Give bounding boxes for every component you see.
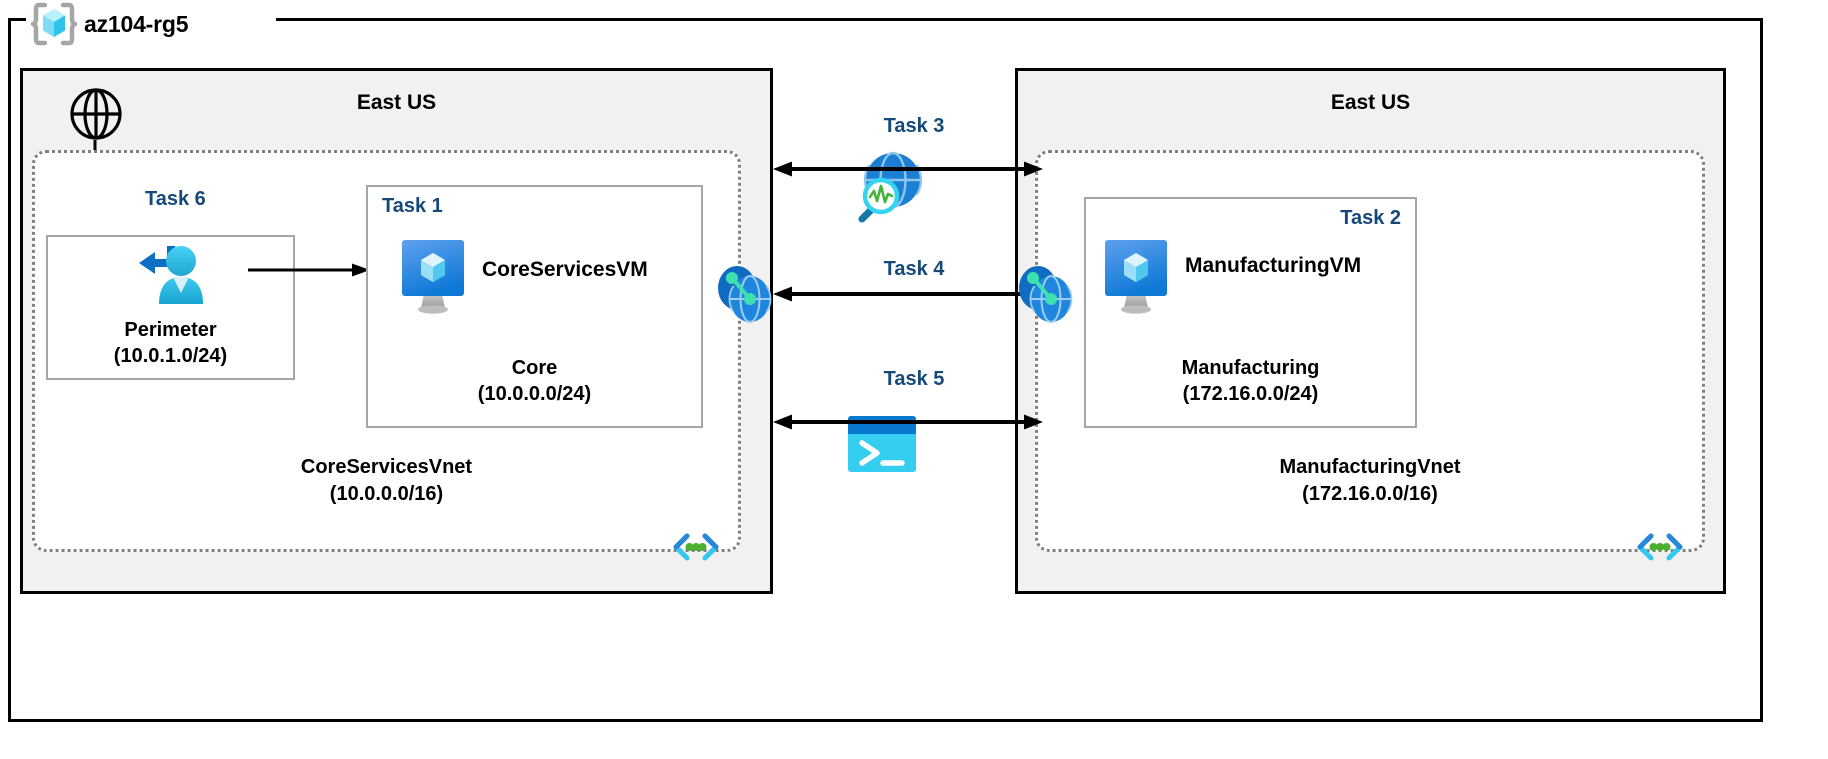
virtual-machine-icon [400, 238, 466, 318]
resource-group-cube-icon [30, 0, 78, 48]
user-inbound-icon [133, 241, 211, 313]
network-watcher-globe-icon [843, 150, 931, 226]
resource-group-name: az104-rg5 [84, 10, 189, 37]
task-label-3: Task 3 [883, 115, 945, 137]
arrow-task4-peering [773, 283, 1043, 305]
subnet-cidr-perimeter: (10.0.1.0/24) [113, 345, 228, 368]
resource-group-header: az104-rg5 [30, 0, 189, 48]
vnet-name-manufacturingvnet: ManufacturingVnet [1279, 456, 1461, 479]
vnet-cidr-manufacturingvnet: (172.16.0.0/16) [1302, 482, 1438, 505]
task-label-6: Task 6 [145, 188, 206, 210]
internet-globe-icon [68, 86, 124, 142]
region-title-left: East US [356, 91, 437, 114]
subnet-caption-perimeter: Perimeter (10.0.1.0/24) [48, 317, 293, 370]
subnet-caption-core: Core (10.0.0.0/24) [368, 355, 701, 408]
subnet-name-core: Core [511, 357, 558, 379]
vnet-cidr-coreservicesvnet: (10.0.0.0/16) [329, 482, 444, 505]
task-label-1: Task 1 [382, 195, 443, 217]
virtual-machine-icon [1103, 238, 1169, 318]
vnet-name-coreservicesvnet: CoreServicesVnet [300, 456, 473, 479]
virtual-network-code-icon [1636, 529, 1684, 565]
vm-label-manufacturingvm: ManufacturingVM [1185, 254, 1362, 277]
region-title-right: East US [1330, 91, 1411, 114]
vnet-peering-icon [711, 261, 779, 329]
vnet-label-coreservicesvnet: CoreServicesVnet (10.0.0.0/16) [35, 454, 738, 507]
resource-group-frame [8, 18, 1763, 722]
task-label-4: Task 4 [883, 258, 945, 280]
vnet-label-manufacturingvnet: ManufacturingVnet (172.16.0.0/16) [1038, 454, 1702, 507]
subnet-caption-manufacturing: Manufacturing (172.16.0.0/24) [1086, 355, 1415, 408]
task-label-5: Task 5 [883, 368, 945, 390]
vm-label-coreservicesvm: CoreServicesVM [482, 258, 648, 281]
arrow-task3-vnet-to-vnet [773, 158, 1043, 180]
task-label-2: Task 2 [1340, 207, 1401, 229]
subnet-cidr-core: (10.0.0.0/24) [477, 383, 592, 406]
resource-group-title-mask [26, 4, 276, 30]
subnet-name-manufacturing: Manufacturing [1181, 357, 1320, 379]
vnet-peering-icon [1012, 261, 1080, 329]
subnet-name-perimeter: Perimeter [124, 319, 217, 341]
arrow-perimeter-to-core [248, 258, 372, 282]
virtual-network-code-icon [672, 529, 720, 565]
arrow-task5-cloud-shell [773, 411, 1043, 433]
subnet-cidr-manufacturing: (172.16.0.0/24) [1182, 383, 1319, 406]
